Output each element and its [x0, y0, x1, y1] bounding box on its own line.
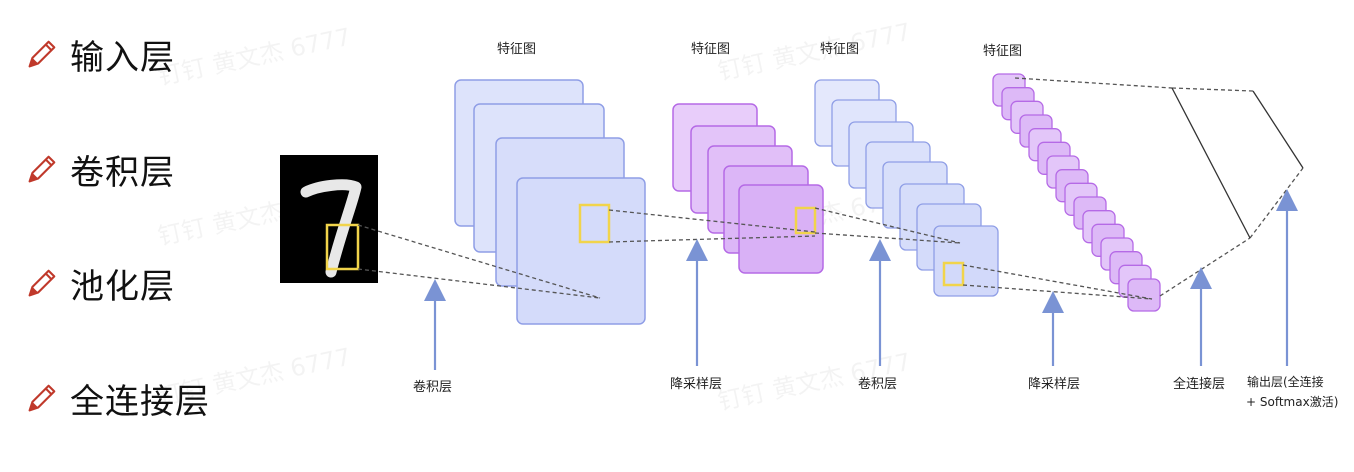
legend-label-pool: 池化层: [70, 267, 175, 307]
digit-seven-stroke: [300, 179, 362, 278]
fc-output-lines: [1171, 87, 1304, 239]
pencil-icon: [28, 269, 56, 296]
pencil-icon: [28, 384, 56, 411]
pool1-kernel-window: [794, 206, 817, 235]
watermark-text: 钉钉 黄文杰 6777: [155, 343, 353, 411]
legend-label-input: 输入层: [70, 38, 175, 78]
legend-item-fc: 全连接层: [22, 374, 210, 423]
feature-map-label: 特征图: [691, 42, 730, 57]
feature-map-label: 特征图: [983, 44, 1022, 59]
watermark-text: 钉钉 黄文杰 6777: [715, 18, 913, 86]
feature-map-label: 特征图: [497, 42, 536, 57]
stage-label-conv1: 卷积层: [413, 379, 452, 395]
conv2-feature-maps: [814, 79, 999, 297]
legend-item-pool: 池化层: [22, 259, 175, 308]
stage-arrows: [424, 189, 1298, 370]
legend-item-conv: 卷积层: [22, 145, 175, 194]
stage-label-pool2: 降采样层: [1028, 377, 1080, 392]
conv1-kernel-window: [578, 203, 611, 244]
stage-label-output-2: + Softmax激活): [1246, 395, 1338, 409]
conv2-kernel-window: [942, 261, 965, 287]
pool2-feature-maps: [992, 73, 1161, 312]
watermark-text: 钉钉 黄文杰 6777: [155, 23, 353, 91]
stage-label-output-1: 输出层(全连接: [1247, 374, 1324, 389]
pencil-icon: [28, 155, 56, 182]
stage-label-pool1: 降采样层: [670, 377, 722, 392]
stage-label-fc: 全连接层: [1173, 376, 1225, 392]
pool1-feature-maps: [672, 103, 824, 274]
legend-item-input: 输入层: [22, 30, 175, 79]
legend-label-fc: 全连接层: [70, 382, 210, 422]
stage-label-conv2: 卷积层: [858, 376, 897, 392]
pool2-feature-map: [1127, 278, 1161, 312]
legend-label-conv: 卷积层: [70, 153, 175, 193]
conv1-feature-maps: [454, 79, 646, 325]
feature-map-label: 特征图: [820, 42, 859, 57]
pencil-icon: [28, 40, 56, 67]
input-kernel-window: [325, 223, 360, 271]
input-image: 7: [280, 155, 378, 283]
